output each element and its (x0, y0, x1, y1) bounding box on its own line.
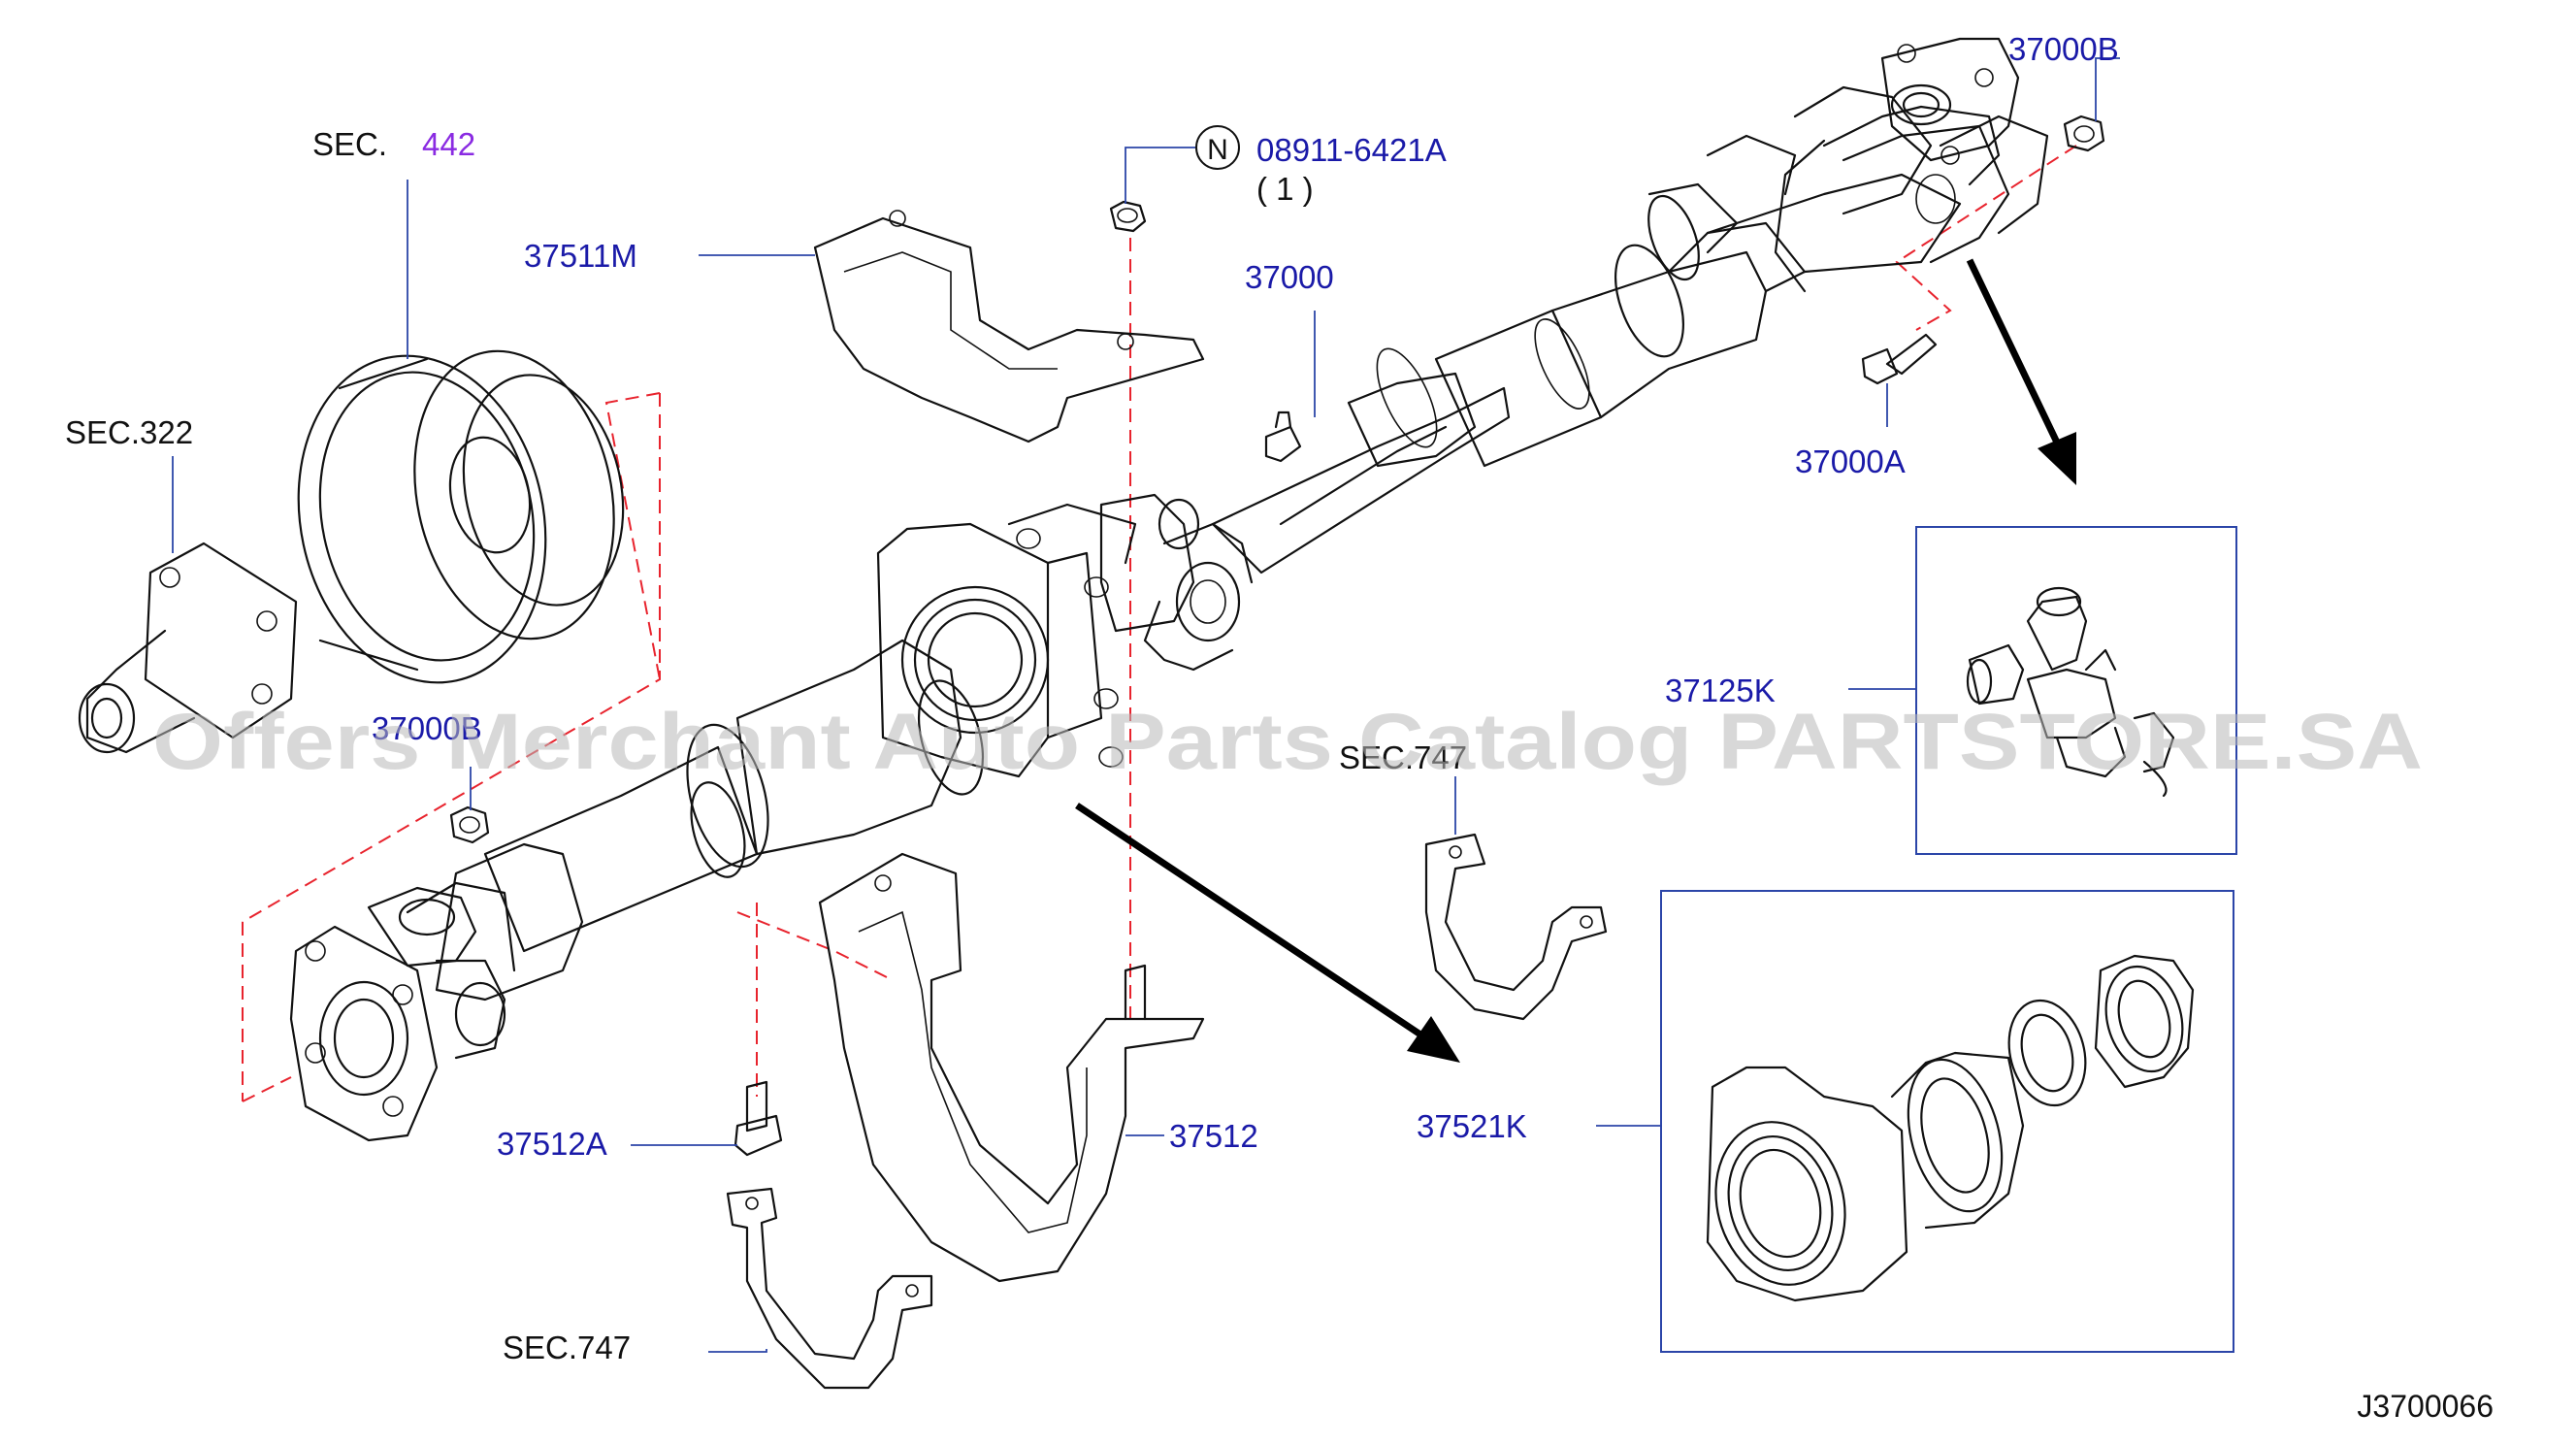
bracket-37511m (813, 210, 1205, 443)
leader-lines (172, 57, 2120, 1353)
label-sec747-bottom[interactable]: SEC.747 (503, 1330, 631, 1365)
label-part-37521k[interactable]: 37521K (1417, 1108, 1527, 1144)
arrow-to-spider-detail (1966, 258, 2076, 485)
label-part-37000[interactable]: 37000 (1245, 259, 1334, 295)
diagram-code: J3700066 (2357, 1389, 2494, 1424)
label-part-37511m[interactable]: 37511M (524, 238, 637, 274)
universal-joint-middle (1099, 493, 1254, 672)
flange-sec322 (78, 542, 298, 754)
propeller-shaft-front (406, 639, 984, 1002)
front-flange-yoke (289, 886, 506, 1142)
label-part-37512[interactable]: 37512 (1169, 1118, 1258, 1154)
nut-08911 (1109, 200, 1147, 233)
arrow-to-center-bearing-detail (1075, 803, 1460, 1063)
label-part-37125k[interactable]: 37125K (1665, 673, 1776, 708)
watermark-text: Offers Merchant Auto Parts Catalog PARTS… (152, 698, 2423, 786)
label-sec322[interactable]: SEC.322 (65, 414, 193, 450)
label-sec442-prefix[interactable]: SEC. (312, 126, 387, 162)
label-part-08911[interactable]: 08911-6421A (1256, 132, 1447, 168)
notch-symbol: N (1195, 125, 1240, 170)
label-part-37000a[interactable]: 37000A (1795, 443, 1906, 479)
label-sec747-middle[interactable]: SEC.747 (1339, 739, 1467, 775)
bracket-37512 (818, 852, 1205, 1283)
nut-37000b-left (449, 805, 490, 844)
nut-37000b-top (2063, 115, 2105, 152)
rear-flange-yoke (1793, 37, 2020, 224)
pulley-drum (297, 349, 625, 684)
label-sec442-number[interactable]: 442 (422, 126, 475, 162)
label-part-37000b-top[interactable]: 37000B (2008, 31, 2119, 67)
detail-box-center-bearing (1660, 890, 2234, 1353)
propeller-shaft-rear (1211, 105, 2049, 575)
label-part-08911-qty: ( 1 ) (1256, 171, 1314, 207)
assembly-guide-lines (242, 145, 2077, 1102)
bolt-37512a (734, 1080, 783, 1157)
bolt-37000a (1861, 333, 1938, 385)
notch-symbol-letter: N (1207, 134, 1228, 166)
strap-sec747-middle (1424, 833, 1608, 1021)
center-bearing-housing (876, 503, 1137, 778)
label-part-37512a[interactable]: 37512A (497, 1126, 607, 1162)
strap-sec747-bottom (726, 1187, 933, 1390)
detail-box-spider (1915, 526, 2237, 855)
label-part-37000b-left[interactable]: 37000B (372, 710, 482, 746)
